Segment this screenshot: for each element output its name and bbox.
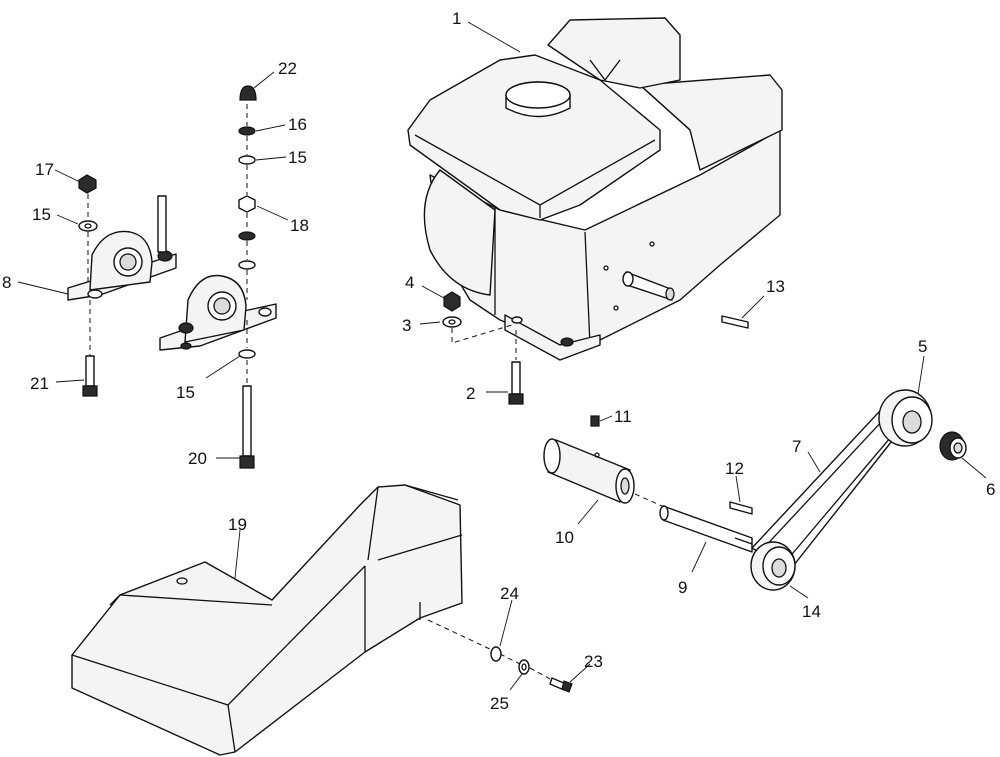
cap-nut-22 (239, 85, 257, 101)
callout-15-top: 15 (288, 148, 307, 167)
belt-guard-19 (71, 484, 463, 756)
lock-washer-16 (238, 126, 256, 136)
callout-5: 5 (918, 337, 927, 356)
callout-14: 14 (802, 602, 821, 621)
washer-15-left (78, 220, 98, 232)
callout-20: 20 (188, 449, 207, 468)
callout-7: 7 (792, 437, 801, 456)
engine (407, 17, 783, 361)
lock-washer-extra (238, 231, 256, 241)
callout-21: 21 (30, 374, 49, 393)
pillow-block-bearing-right (159, 274, 277, 351)
callout-15-bottom: 15 (176, 383, 195, 402)
callout-16: 16 (288, 115, 307, 134)
washer-extra (238, 260, 256, 270)
callout-2: 2 (466, 384, 475, 403)
callout-8: 8 (2, 273, 11, 292)
callout-11: 11 (614, 407, 632, 426)
bolt-2 (508, 361, 524, 405)
callout-3: 3 (402, 316, 411, 335)
long-bolt-20 (239, 385, 255, 469)
callout-12: 12 (725, 459, 744, 478)
nut-18 (238, 195, 256, 213)
bolt-23 (549, 677, 573, 693)
shaft-9 (659, 505, 753, 553)
key-13 (721, 315, 749, 329)
callout-17: 17 (35, 160, 54, 179)
callout-15-left: 15 (32, 205, 51, 224)
callout-labels: 1 2 3 4 5 6 7 8 9 10 11 12 13 14 15 15 1… (2, 9, 995, 713)
washer-24 (490, 646, 502, 662)
callout-23: 23 (584, 652, 603, 671)
callout-22: 22 (278, 59, 297, 78)
washer-3 (442, 316, 462, 328)
callout-1: 1 (452, 9, 461, 28)
callout-13: 13 (766, 277, 785, 296)
nut-17 (78, 174, 97, 194)
callout-4: 4 (405, 273, 414, 292)
pulley-5 (878, 389, 933, 447)
callout-10: 10 (555, 528, 574, 547)
washer-15-bottom (238, 349, 256, 359)
lock-washer-25 (518, 659, 530, 675)
callout-18: 18 (290, 216, 309, 235)
bushing-6 (939, 431, 967, 461)
pulley-14 (750, 541, 796, 591)
key-12 (729, 501, 753, 515)
callout-9: 9 (678, 578, 687, 597)
pillow-block-bearing-left (67, 195, 177, 301)
bolt-21 (82, 355, 98, 397)
nut-4 (443, 291, 461, 312)
leader-lines (17, 21, 987, 691)
coupler-10 (543, 438, 635, 504)
callout-19: 19 (228, 515, 247, 534)
callout-24: 24 (500, 584, 519, 603)
set-screw-11 (590, 415, 600, 427)
washer-15-top (238, 155, 256, 165)
callout-25: 25 (490, 694, 509, 713)
callout-6: 6 (986, 480, 995, 499)
